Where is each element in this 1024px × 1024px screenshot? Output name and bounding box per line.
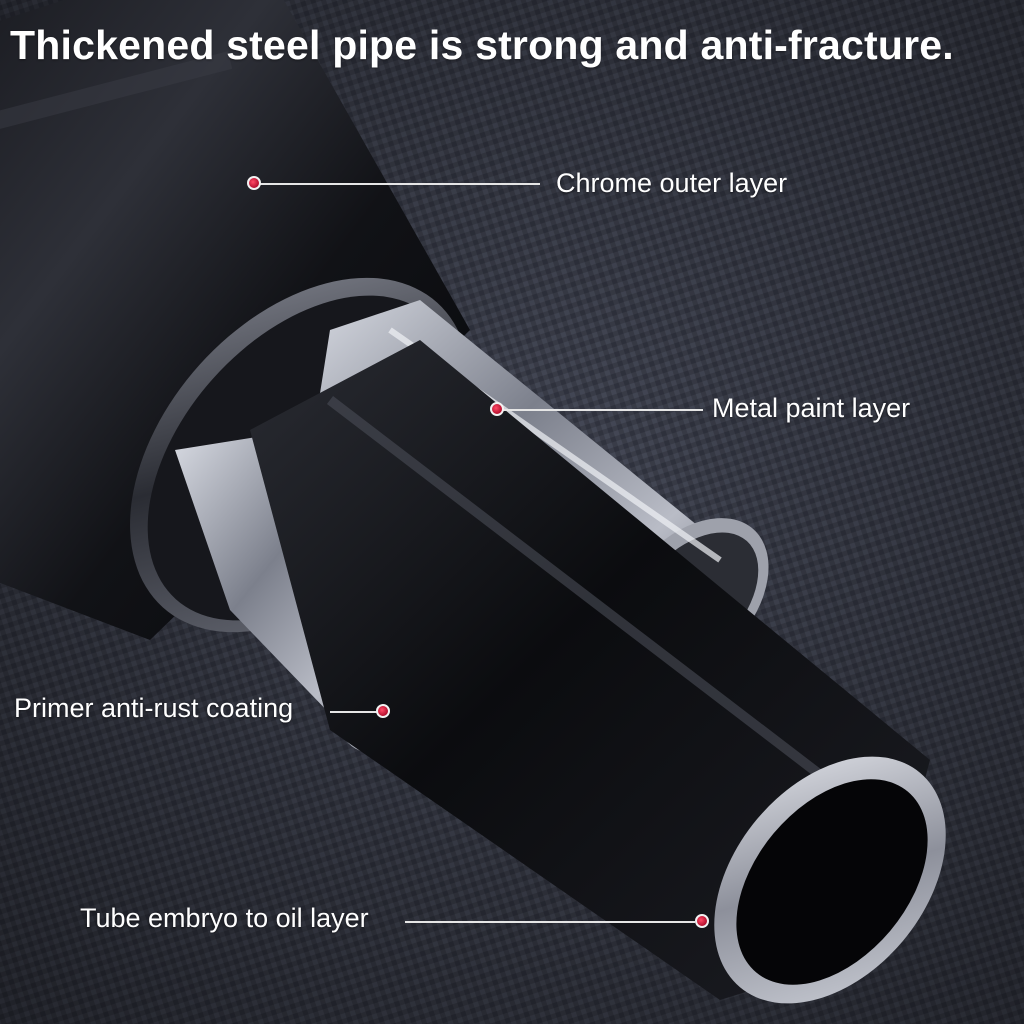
primer-coating-leader-line [330, 711, 380, 713]
tube-embryo-marker-icon [695, 914, 709, 928]
primer-coating-label: Primer anti-rust coating [14, 693, 294, 723]
metal-paint-label: Metal paint layer [712, 393, 911, 423]
tube-embryo-label: Tube embryo to oil layer [80, 903, 369, 933]
tube-embryo-leader-line [405, 921, 695, 923]
metal-paint-marker-icon [490, 402, 504, 416]
metal-paint-leader-line [498, 409, 703, 411]
chrome-outer-marker-icon [247, 176, 261, 190]
tube-embryo [250, 340, 946, 1004]
chrome-outer-leader-line [255, 183, 540, 185]
chrome-outer-label: Chrome outer layer [556, 168, 788, 198]
headline: Thickened steel pipe is strong and anti-… [10, 22, 954, 68]
primer-coating-marker-icon [376, 704, 390, 718]
